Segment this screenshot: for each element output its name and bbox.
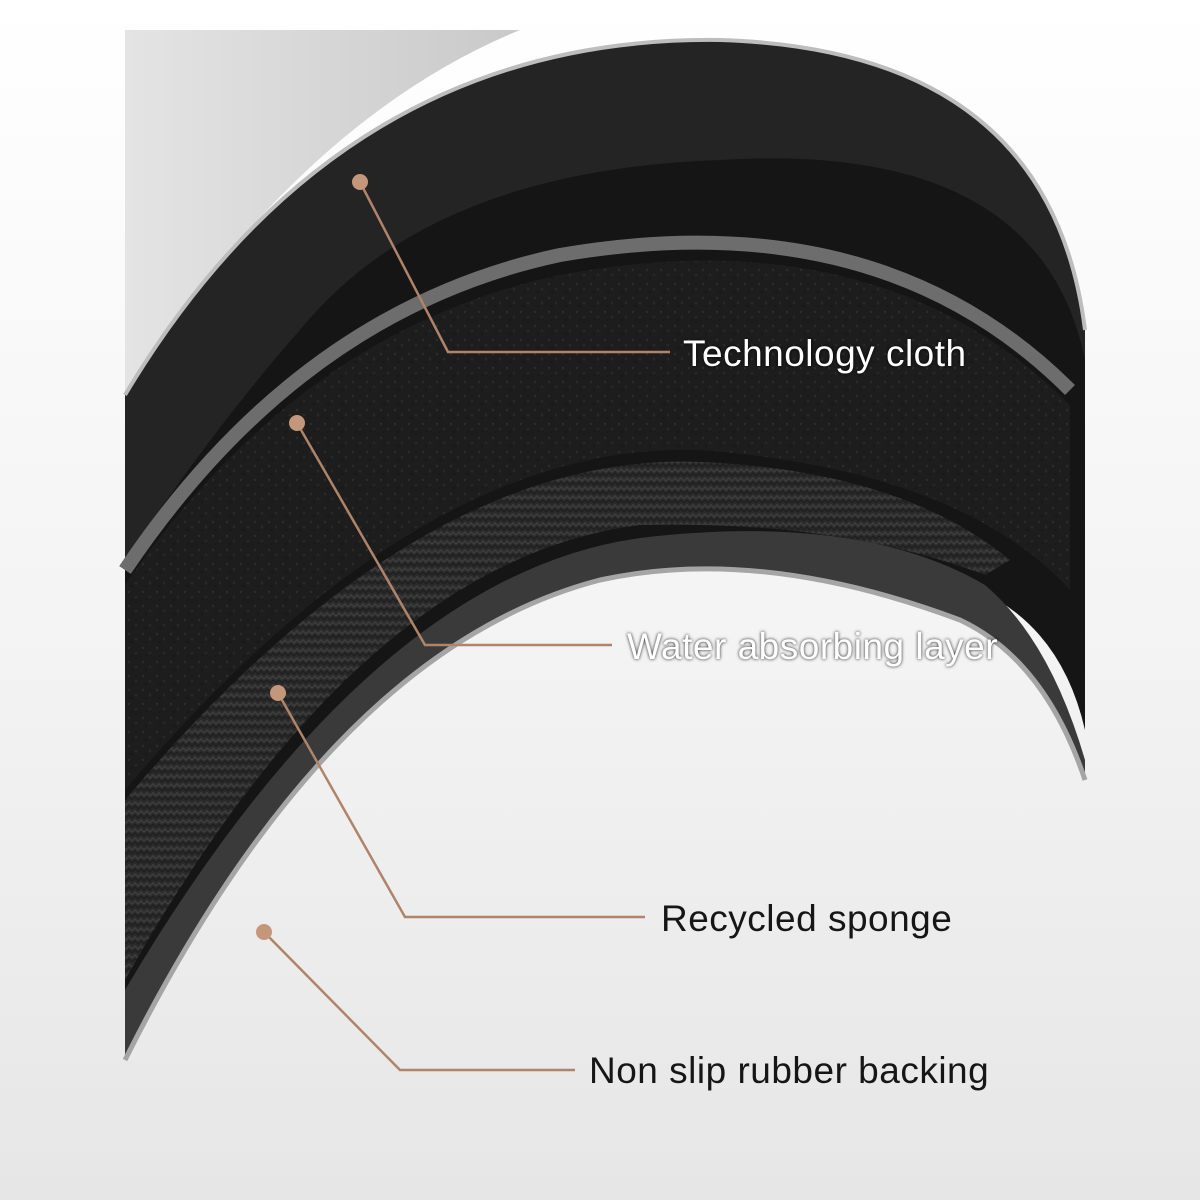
label-non-slip-rubber-backing: Non slip rubber backing (589, 1050, 990, 1091)
cloth-top-edge (123, 37, 1087, 397)
leader-dots (256, 174, 368, 940)
dot-recycled-sponge (270, 685, 286, 701)
label-recycled-sponge: Recycled sponge (661, 898, 953, 939)
dot-water-absorbing (289, 415, 305, 431)
dot-rubber-backing (256, 924, 272, 940)
water-absorbing-layer-shape (125, 260, 1070, 791)
leader-rubber-backing (263, 931, 575, 1072)
leader-technology-cloth (358, 181, 670, 354)
leader-lines (263, 181, 670, 1072)
cloth-gloss (125, 39, 1085, 560)
dot-technology-cloth (352, 174, 368, 190)
recycled-sponge-shape (125, 461, 1010, 981)
rubber-edge-highlight (122, 566, 1088, 1062)
leader-water-absorbing (295, 422, 612, 647)
label-water-absorbing-layer: Water absorbing layer (627, 626, 999, 667)
cloth-edge (119, 235, 1075, 574)
label-technology-cloth: Technology cloth (683, 333, 967, 374)
leader-recycled-sponge (276, 692, 645, 919)
mat-top-surface (125, 30, 520, 395)
